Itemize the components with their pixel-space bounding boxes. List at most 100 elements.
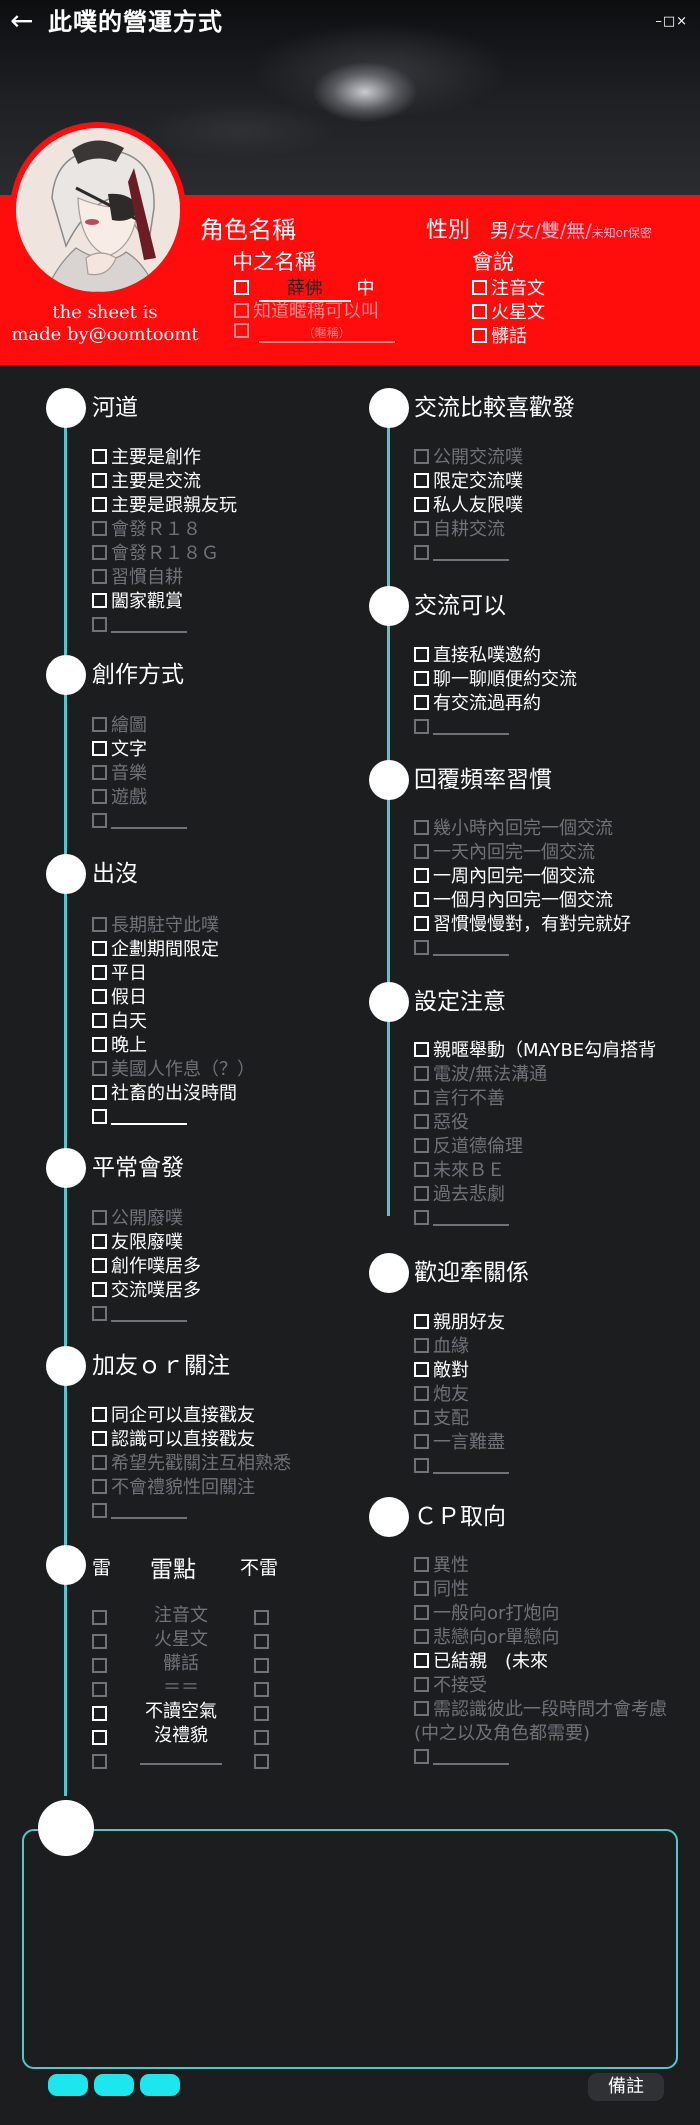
gender-selected[interactable]: 男: [490, 220, 510, 242]
thunder-no-checkbox[interactable]: [254, 1634, 269, 1649]
checklist-item[interactable]: 親暱舉動（MAYBE勾肩搭背: [414, 1040, 656, 1062]
checkbox[interactable]: [92, 593, 107, 608]
checklist-item[interactable]: 一天內回完一個交流: [414, 842, 595, 864]
checkbox[interactable]: [92, 1503, 107, 1518]
checkbox[interactable]: [414, 1138, 429, 1153]
page-pill-3[interactable]: [140, 2074, 180, 2096]
checklist-item[interactable]: 主要是交流: [92, 471, 201, 493]
checkbox[interactable]: [414, 473, 429, 488]
checkbox[interactable]: [472, 304, 487, 319]
checklist-item[interactable]: 假日: [92, 987, 147, 1009]
checkbox[interactable]: [414, 1042, 429, 1057]
checklist-item[interactable]: 自耕交流: [414, 519, 505, 541]
blank-input[interactable]: [433, 719, 509, 735]
checklist-item[interactable]: 有交流過再約: [414, 693, 541, 715]
checklist-blank-row[interactable]: [414, 1747, 509, 1769]
checklist-item[interactable]: 親朋好友: [414, 1312, 505, 1334]
checkbox[interactable]: [414, 1557, 429, 1572]
checkbox[interactable]: [92, 497, 107, 512]
thunder-no-checkbox[interactable]: [254, 1754, 269, 1769]
checkbox[interactable]: [414, 671, 429, 686]
thunder-yes-checkbox[interactable]: [92, 1658, 107, 1673]
checklist-item[interactable]: 文字: [92, 739, 147, 761]
checkbox[interactable]: [414, 844, 429, 859]
checklist-item[interactable]: 一個月內回完一個交流: [414, 890, 613, 912]
checklist-item[interactable]: 公開交流噗: [414, 447, 523, 469]
checklist-blank-row[interactable]: [92, 811, 187, 833]
checklist-item[interactable]: 直接私噗邀約: [414, 645, 541, 667]
checkbox[interactable]: [92, 1431, 107, 1446]
checkbox[interactable]: [414, 1629, 429, 1644]
page-pill-1[interactable]: [48, 2074, 88, 2096]
checkbox[interactable]: [414, 940, 429, 955]
checklist-blank-row[interactable]: [92, 1107, 187, 1129]
checklist-blank-row[interactable]: [414, 1456, 509, 1478]
blank-input[interactable]: [433, 1210, 509, 1226]
checklist-blank-row[interactable]: [92, 1304, 187, 1326]
checklist-item[interactable]: 創作噗居多: [92, 1256, 201, 1278]
checkbox[interactable]: [92, 717, 107, 732]
checkbox[interactable]: [414, 449, 429, 464]
thunder-no-checkbox[interactable]: [254, 1730, 269, 1745]
checkbox[interactable]: [92, 569, 107, 584]
checkbox[interactable]: [414, 1066, 429, 1081]
thunder-no-checkbox[interactable]: [254, 1706, 269, 1721]
checklist-item[interactable]: 主要是創作: [92, 447, 201, 469]
checkbox[interactable]: [92, 521, 107, 536]
blank-input[interactable]: [111, 1109, 187, 1125]
blank-input[interactable]: [433, 1458, 509, 1474]
checkbox[interactable]: [92, 1085, 107, 1100]
thunder-yes-checkbox[interactable]: [92, 1706, 107, 1721]
checklist-item[interactable]: 平日: [92, 963, 147, 985]
checkbox[interactable]: [92, 1407, 107, 1422]
checkbox[interactable]: [92, 989, 107, 1004]
checkbox[interactable]: [92, 941, 107, 956]
checklist-item[interactable]: 美國人作息（？）: [92, 1059, 255, 1081]
checklist-item[interactable]: 惡役: [414, 1112, 469, 1134]
checkbox[interactable]: [92, 545, 107, 560]
checkbox[interactable]: [414, 647, 429, 662]
checkbox[interactable]: [92, 1109, 107, 1124]
checkbox[interactable]: [92, 813, 107, 828]
checklist-item[interactable]: 支配: [414, 1408, 469, 1430]
blank-input[interactable]: [433, 940, 509, 956]
checklist-item[interactable]: 交流噗居多: [92, 1280, 201, 1302]
checkbox[interactable]: [414, 1605, 429, 1620]
checkbox[interactable]: [92, 1210, 107, 1225]
checkbox[interactable]: [414, 868, 429, 883]
checklist-item[interactable]: 言行不善: [414, 1088, 505, 1110]
checklist-item[interactable]: 繪圖: [92, 715, 147, 737]
checkbox[interactable]: [92, 473, 107, 488]
checklist-item[interactable]: 不會禮貌性回關注: [92, 1477, 255, 1499]
checkbox[interactable]: [92, 965, 107, 980]
checkbox[interactable]: [92, 789, 107, 804]
checkbox[interactable]: [414, 1410, 429, 1425]
checklist-item[interactable]: 企劃期間限定: [92, 939, 219, 961]
checklist-item[interactable]: 同性: [414, 1579, 469, 1601]
checkbox[interactable]: [414, 719, 429, 734]
checklist-item[interactable]: 習慣自耕: [92, 567, 183, 589]
nakano-nickname-input[interactable]: （暱稱）: [258, 324, 395, 343]
checkbox[interactable]: [414, 892, 429, 907]
checklist-item[interactable]: 幾小時內回完一個交流: [414, 818, 613, 840]
blank-input[interactable]: [111, 1306, 187, 1322]
checklist-item[interactable]: 需認識彼此一段時間才會考慮: [414, 1699, 667, 1721]
checkbox[interactable]: [472, 280, 487, 295]
checkbox[interactable]: [92, 1479, 107, 1494]
checkbox[interactable]: [92, 917, 107, 932]
checkbox[interactable]: [414, 1114, 429, 1129]
thunder-yes-checkbox[interactable]: [92, 1682, 107, 1697]
checkbox[interactable]: [92, 449, 107, 464]
checklist-item[interactable]: 血緣: [414, 1336, 469, 1358]
checkbox[interactable]: [414, 1749, 429, 1764]
checkbox[interactable]: [92, 1258, 107, 1273]
checkbox[interactable]: [414, 1581, 429, 1596]
checklist-item[interactable]: 過去悲劇: [414, 1184, 505, 1206]
checkbox[interactable]: [92, 1013, 107, 1028]
checklist-item[interactable]: 限定交流噗: [414, 471, 523, 493]
checkbox[interactable]: [414, 1701, 429, 1716]
checkbox[interactable]: [92, 1282, 107, 1297]
checklist-blank-row[interactable]: [414, 1208, 509, 1230]
checkbox[interactable]: [414, 1386, 429, 1401]
checklist-item[interactable]: 電波/無法溝通: [414, 1064, 547, 1086]
